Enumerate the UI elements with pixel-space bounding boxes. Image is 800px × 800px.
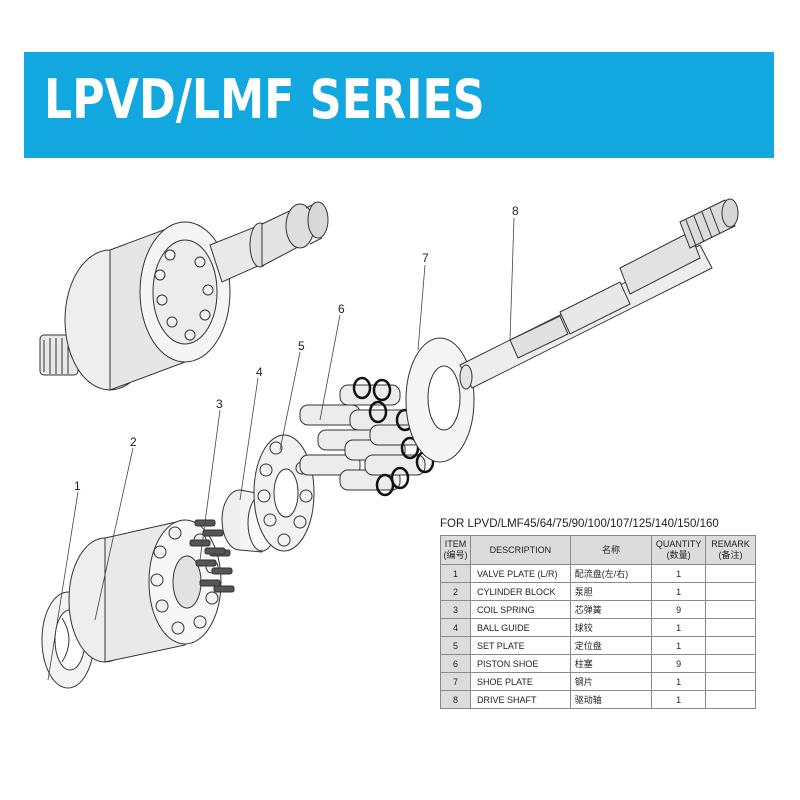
item-name-cn: 柱塞: [569, 654, 653, 673]
table-row: 8 DRIVE SHAFT 驱动轴 1: [440, 690, 756, 709]
item-number: 1: [440, 564, 471, 583]
drive-shaft-illustration: [459, 198, 739, 390]
callout-3: 3: [216, 397, 223, 411]
item-number: 6: [440, 654, 471, 673]
item-number: 7: [440, 672, 471, 691]
callout-7: 7: [422, 251, 429, 265]
item-number: 3: [440, 600, 471, 619]
item-description: PISTON SHOE: [469, 654, 571, 673]
table-header-row: ITEM(编号) DESCRIPTION 名称 QUANTITY(数量) REM…: [440, 535, 756, 565]
item-number: 8: [440, 690, 471, 709]
item-description: CYLINDER BLOCK: [469, 582, 571, 601]
header-item: ITEM(编号): [440, 535, 471, 565]
table-row: 4 BALL GUIDE 球铰 1: [440, 618, 756, 637]
callout-6: 6: [338, 302, 345, 316]
item-remark: [705, 690, 756, 709]
table-row: 2 CYLINDER BLOCK 泵胆 1: [440, 582, 756, 601]
item-name-cn: 配流盘(左/右): [569, 564, 653, 583]
item-name-cn: 泵胆: [569, 582, 653, 601]
shoe-plate-illustration: [405, 337, 475, 463]
item-description: BALL GUIDE: [469, 618, 571, 637]
item-quantity: 1: [651, 636, 707, 655]
item-number: 2: [440, 582, 471, 601]
callout-8: 8: [512, 204, 519, 218]
item-remark: [705, 654, 756, 673]
item-quantity: 1: [651, 672, 707, 691]
item-name-cn: 芯弹簧: [569, 600, 653, 619]
item-name-cn: 球铰: [569, 618, 653, 637]
item-description: SET PLATE: [469, 636, 571, 655]
item-quantity: 1: [651, 618, 707, 637]
set-plate-illustration: [253, 434, 315, 552]
header-quantity: QUANTITY(数量): [651, 535, 707, 565]
callout-5: 5: [298, 339, 305, 353]
piston-shoes-illustration: [299, 376, 438, 497]
item-name-cn: 钢片: [569, 672, 653, 691]
item-description: COIL SPRING: [469, 600, 571, 619]
table-row: 5 SET PLATE 定位盘 1: [440, 636, 756, 655]
item-remark: [705, 582, 756, 601]
item-description: DRIVE SHAFT: [469, 690, 571, 709]
item-quantity: 1: [651, 564, 707, 583]
item-quantity: 9: [651, 654, 707, 673]
item-description: VALVE PLATE (L/R): [469, 564, 571, 583]
item-name-cn: 定位盘: [569, 636, 653, 655]
callout-1: 1: [74, 479, 81, 493]
page-title: LPVD/LMF SERIES: [44, 68, 485, 131]
callout-2: 2: [130, 435, 137, 449]
item-remark: [705, 672, 756, 691]
table-row: 6 PISTON SHOE 柱塞 9: [440, 654, 756, 673]
table-row: 3 COIL SPRING 芯弹簧 9: [440, 600, 756, 619]
item-remark: [705, 564, 756, 583]
item-number: 4: [440, 618, 471, 637]
item-name-cn: 驱动轴: [569, 690, 653, 709]
item-quantity: 1: [651, 582, 707, 601]
item-quantity: 1: [651, 690, 707, 709]
header-name-cn: 名称: [569, 535, 653, 565]
cylinder-block-illustration: [68, 519, 222, 663]
table-row: 1 VALVE PLATE (L/R) 配流盘(左/右) 1: [440, 564, 756, 583]
assembled-pump-illustration: [39, 201, 329, 391]
item-quantity: 9: [651, 600, 707, 619]
header-description: DESCRIPTION: [469, 535, 571, 565]
item-remark: [705, 618, 756, 637]
table-row: 7 SHOE PLATE 钢片 1: [440, 672, 756, 691]
title-banner: LPVD/LMF SERIES: [24, 52, 774, 158]
table-caption: FOR LPVD/LMF45/64/75/90/100/107/125/140/…: [440, 518, 719, 530]
header-remark: REMARK(备注): [705, 535, 756, 565]
parts-table: ITEM(编号) DESCRIPTION 名称 QUANTITY(数量) REM…: [440, 535, 756, 709]
item-remark: [705, 600, 756, 619]
callout-4: 4: [256, 365, 263, 379]
item-remark: [705, 636, 756, 655]
item-number: 5: [440, 636, 471, 655]
item-description: SHOE PLATE: [469, 672, 571, 691]
coil-springs-illustration: [189, 519, 235, 593]
